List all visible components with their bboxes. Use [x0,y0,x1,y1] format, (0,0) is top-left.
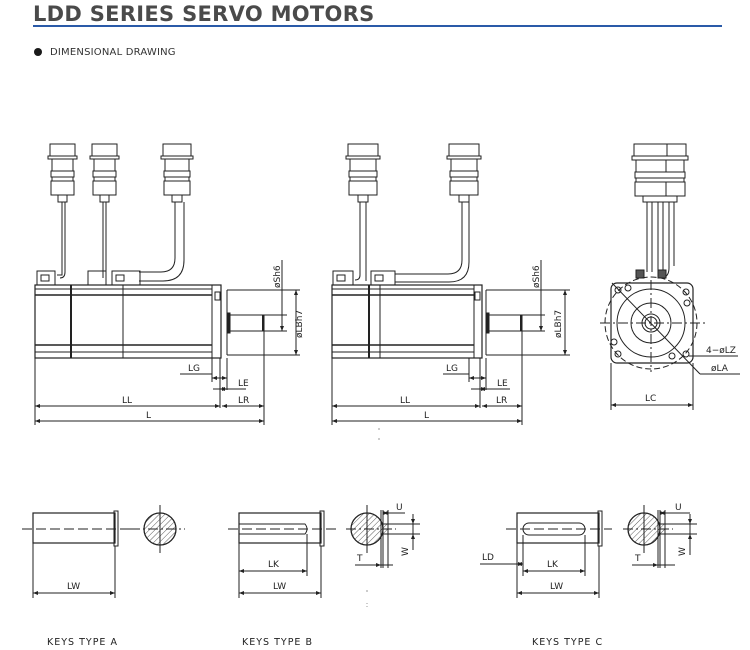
key-type-b: LK LW U T W [228,503,420,609]
dim-label-ld: LD [482,553,494,563]
bullet-icon [34,48,42,56]
key-type-c: LD LK LW U T W [480,503,697,598]
dim-label-lr: LR [496,396,507,406]
key-type-a: LW [22,505,185,598]
title-underline [33,25,722,27]
connector [139,143,194,282]
dim-label-w: W [678,547,688,556]
dim-label-ll: LL [400,396,410,406]
dim-label-lw: LW [550,582,563,592]
dim-label-flange-dia: øLBh7 [554,310,564,338]
page-title: LDD SERIES SERVO MOTORS [33,2,375,26]
dim-label-lk: LK [268,560,280,570]
motor-side-view-brake: øSh6 øLBh7 LG LE LL LR L [34,143,305,425]
dim-label-lw: LW [67,582,80,592]
connector [395,143,482,283]
dim-label-flange-dia: øLBh7 [295,310,305,338]
dim-label-pcd: øLA [711,364,729,374]
dim-label-holes: 4−øLZ [706,346,736,356]
dim-label-lc: LC [645,394,656,404]
key-type-a-caption: KEYS TYPE A [47,637,118,648]
motor-side-view-standard: øSh6 øLBh7 LG LE LL LR L [331,143,570,440]
connector [89,143,120,278]
dim-label-shaft-dia: øSh6 [273,265,283,288]
section-heading: DIMENSIONAL DRAWING [50,47,176,58]
dim-label-w: W [401,547,411,556]
dim-label-le: LE [497,379,508,389]
dim-label-le: LE [238,379,249,389]
dim-label-lg: LG [188,364,200,374]
dim-label-t: T [634,554,641,564]
dim-label-l: L [146,411,151,421]
dim-label-l: L [424,411,429,421]
motor-front-view: 4−øLZ øLA LC [600,143,740,410]
dim-label-u: U [396,503,403,513]
dim-label-ll: LL [122,396,132,406]
connector [47,143,78,279]
key-type-c-caption: KEYS TYPE C [532,637,604,648]
connector [345,143,381,281]
key-type-b-caption: KEYS TYPE B [242,637,313,648]
dim-label-lw: LW [273,582,286,592]
dim-label-shaft-dia: øSh6 [532,265,542,288]
dim-label-lg: LG [446,364,458,374]
dim-label-lk: LK [547,560,559,570]
dim-label-t: T [356,554,363,564]
dim-label-lr: LR [238,396,249,406]
dim-label-u: U [675,503,682,513]
